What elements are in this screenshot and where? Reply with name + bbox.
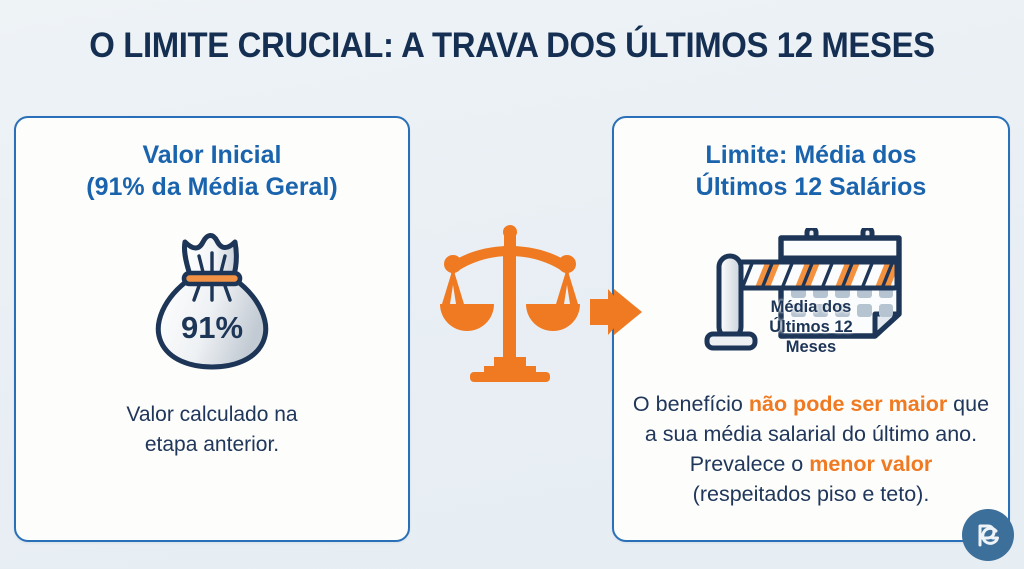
left-caption-line2: etapa anterior. xyxy=(144,432,280,456)
right-card-body: O benefício não pode ser maior que a sua… xyxy=(628,390,994,510)
body-highlight-1: não pode ser maior xyxy=(748,392,948,416)
right-card: Limite: Média dos Últimos 12 Salários xyxy=(612,116,1010,542)
left-card-caption: Valor calculado na etapa anterior. xyxy=(16,400,408,460)
barrier-label: Média dos Últimos 12 Meses xyxy=(716,298,906,357)
rg-monogram-icon xyxy=(978,524,999,547)
right-card-title-line1: Limite: Média dos xyxy=(705,141,917,169)
right-card-title: Limite: Média dos Últimos 12 Salários xyxy=(614,140,1008,204)
money-bag-icon: 91% xyxy=(155,232,269,369)
flow-arrow xyxy=(588,285,644,339)
left-card-title-line2: (91% da Média Geral) xyxy=(86,172,338,201)
balance-scale-icon xyxy=(440,225,580,382)
barrier-calendar-illustration xyxy=(703,225,919,364)
barrier-label-line3: Meses xyxy=(785,337,837,356)
arrow-right-icon xyxy=(590,289,642,335)
money-bag-value: 91% xyxy=(181,310,243,345)
barrier-label-line2: Últimos 12 xyxy=(769,317,853,336)
left-card-title-line1: Valor Inicial xyxy=(142,141,282,169)
left-card: Valor Inicial (91% da Média Geral) xyxy=(14,116,410,542)
barrier-label-line1: Média dos xyxy=(770,298,852,316)
money-bag-illustration: 91% xyxy=(16,220,408,370)
brand-logo xyxy=(962,509,1014,561)
body-seg-1: O benefício xyxy=(632,392,749,416)
body-highlight-2: menor valor xyxy=(809,451,933,476)
barrier-calendar-icon xyxy=(704,225,902,351)
body-seg-3: (respeitados piso e teto). xyxy=(692,481,930,506)
left-card-title: Valor Inicial (91% da Média Geral) xyxy=(16,140,408,204)
balance-scale-illustration xyxy=(440,224,580,384)
page-title: O LIMITE CRUCIAL: A TRAVA DOS ÚLTIMOS 12… xyxy=(89,26,935,65)
body-seg-2: que a sua média salarial do último ano. … xyxy=(644,392,990,476)
right-card-title-line2: Últimos 12 Salários xyxy=(695,172,927,201)
barrier-glyph xyxy=(704,253,900,351)
left-caption-line1: Valor calculado na xyxy=(126,403,298,426)
